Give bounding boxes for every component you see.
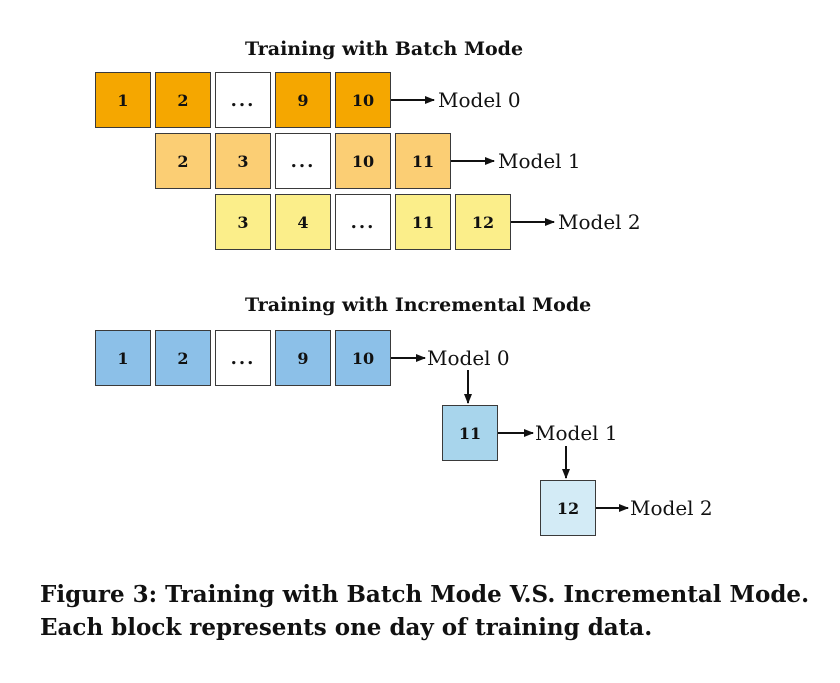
data-block: 3	[215, 133, 271, 189]
ellipsis-block: ...	[215, 72, 271, 128]
data-block: 4	[275, 194, 331, 250]
data-block: 11	[442, 405, 498, 461]
ellipsis-block: ...	[335, 194, 391, 250]
model-label: Model 1	[535, 421, 618, 445]
data-block: 1	[95, 72, 151, 128]
data-block: 11	[395, 194, 451, 250]
model-label: Model 0	[438, 88, 521, 112]
data-block: 9	[275, 72, 331, 128]
model-label: Model 2	[630, 496, 713, 520]
data-block: 1	[95, 330, 151, 386]
model-label: Model 2	[558, 210, 641, 234]
batch-mode-title: Training with Batch Mode	[245, 38, 524, 60]
data-block: 12	[540, 480, 596, 536]
data-block: 2	[155, 330, 211, 386]
data-block: 2	[155, 72, 211, 128]
data-block: 9	[275, 330, 331, 386]
data-block: 10	[335, 330, 391, 386]
caption-line-1: Figure 3: Training with Batch Mode V.S. …	[40, 581, 810, 608]
ellipsis-block: ...	[215, 330, 271, 386]
data-block: 11	[395, 133, 451, 189]
data-block: 2	[155, 133, 211, 189]
model-label: Model 0	[427, 346, 510, 370]
figure-caption: Figure 3: Training with Batch Mode V.S. …	[40, 578, 809, 644]
ellipsis-block: ...	[275, 133, 331, 189]
data-block: 10	[335, 133, 391, 189]
caption-line-2: Each block represents one day of trainin…	[40, 614, 653, 641]
incremental-mode-title: Training with Incremental Mode	[245, 294, 592, 316]
data-block: 3	[215, 194, 271, 250]
model-label: Model 1	[498, 149, 581, 173]
data-block: 12	[455, 194, 511, 250]
data-block: 10	[335, 72, 391, 128]
